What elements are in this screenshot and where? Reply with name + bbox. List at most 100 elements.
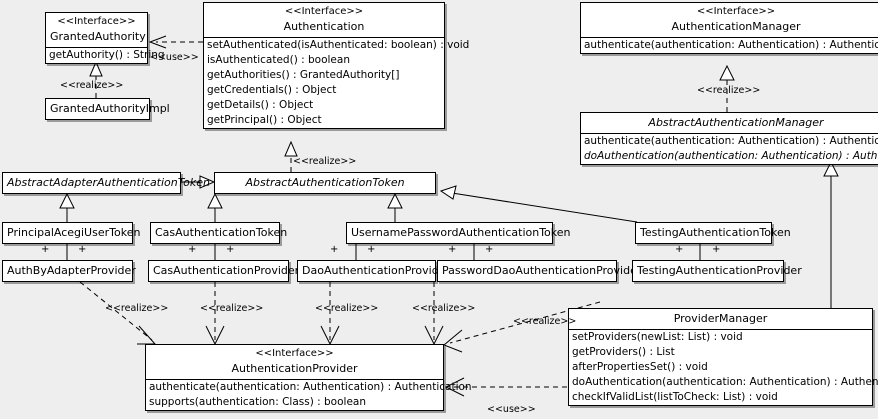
class-password-dao-authentication-provider-header: PasswordDaoAuthenticationProvider — [438, 261, 642, 281]
class-authentication-provider-header: <<Interface>> AuthenticationProvider — [146, 345, 443, 380]
class-principal-acegi-user-token-name: PrincipalAcegiUserToken — [7, 226, 141, 239]
method-is-authenticated: isAuthenticated() : boolean — [207, 54, 350, 66]
label-realize-providermanager: <<realize>> — [513, 316, 577, 327]
class-username-password-authentication-token[interactable]: UsernamePasswordAuthenticationToken — [346, 222, 571, 244]
method-get-authority: getAuthority() : String — [49, 49, 165, 61]
class-abstract-authentication-manager-name: AbstractAuthenticationManager — [648, 116, 824, 129]
class-granted-authority-header: <<Interface>> GrantedAuthority — [46, 13, 147, 48]
stereotype-interface: <<Interface>> — [57, 16, 136, 27]
class-granted-authority-impl[interactable]: GrantedAuthorityImpl — [45, 98, 170, 120]
class-authentication-name: Authentication — [283, 20, 365, 33]
class-authentication-provider-name: AuthenticationProvider — [231, 362, 358, 375]
stereotype-interface: <<Interface>> — [284, 6, 364, 17]
class-auth-by-adapter-provider-name: AuthByAdapterProvider — [7, 264, 136, 277]
class-authentication-methods: setAuthenticated(isAuthenticated: boolea… — [204, 38, 469, 128]
arrowhead-generalization-abstracttoken-testing — [439, 185, 457, 200]
class-abstract-authentication-token-header: AbstractAuthenticationToken — [215, 173, 435, 193]
assoc-plus-principal-right: + — [78, 244, 87, 255]
class-authentication-manager-methods: authenticate(authentication: Authenticat… — [581, 38, 878, 53]
assoc-plus-upt-a: + — [330, 244, 339, 255]
arrowhead-realize-authentication — [284, 140, 298, 157]
method-supports: supports(authentication: Class) : boolea… — [149, 396, 366, 408]
assoc-plus-testing-right: + — [712, 244, 721, 255]
class-username-password-authentication-token-header: UsernamePasswordAuthenticationToken — [347, 223, 571, 243]
label-use-providermanager: <<use>> — [487, 404, 536, 415]
label-use-authentication-grantedauthority: <<use>> — [150, 52, 199, 63]
arrowhead-realize-authprovider-d — [424, 325, 444, 346]
method-get-principal: getPrincipal() : Object — [207, 114, 322, 126]
assoc-plus-testing-left: + — [675, 244, 684, 255]
arrowhead-generalization-abstracttoken-upt — [387, 192, 403, 209]
assoc-plus-upt-c: + — [448, 244, 457, 255]
class-provider-manager-methods: setProviders(newList: List) : void getPr… — [569, 330, 878, 405]
class-authentication-manager-header: <<Interface>> AuthenticationManager — [581, 3, 878, 38]
arrowhead-realize-grantedauthority — [89, 60, 103, 77]
class-testing-authentication-token-name: TestingAuthenticationToken — [640, 226, 791, 239]
method-do-authentication: doAuthentication(authentication: Authent… — [572, 376, 878, 388]
class-abstract-adapter-authentication-token-name: AbstractAdapterAuthenticationToken — [7, 176, 210, 189]
assoc-plus-principal-left: + — [41, 244, 50, 255]
method-authenticate: authenticate(authentication: Authenticat… — [149, 381, 472, 393]
label-realize-casauthenticationprovider: <<realize>> — [200, 303, 264, 314]
arrowhead-realize-authprovider-c — [320, 325, 340, 346]
class-principal-acegi-user-token-header: PrincipalAcegiUserToken — [3, 223, 141, 243]
class-cas-authentication-provider[interactable]: CasAuthenticationProvider — [148, 260, 300, 282]
class-authentication-manager[interactable]: <<Interface>> AuthenticationManager auth… — [580, 2, 878, 54]
class-abstract-authentication-manager-methods: authenticate(authentication: Authenticat… — [581, 134, 878, 164]
class-dao-authentication-provider-name: DaoAuthenticationProvider — [302, 264, 450, 277]
method-authenticate: authenticate(authentication: Authenticat… — [584, 39, 878, 51]
class-principal-acegi-user-token[interactable]: PrincipalAcegiUserToken — [2, 222, 141, 244]
class-cas-authentication-provider-name: CasAuthenticationProvider — [153, 264, 300, 277]
class-authentication-manager-name: AuthenticationManager — [671, 20, 801, 33]
label-realize-abstractauthenticationmanager: <<realize>> — [697, 85, 761, 96]
class-provider-manager[interactable]: ProviderManager setProviders(newList: Li… — [568, 308, 878, 406]
class-password-dao-authentication-provider-name: PasswordDaoAuthenticationProvider — [442, 264, 642, 277]
class-granted-authority-impl-header: GrantedAuthorityImpl — [46, 99, 170, 119]
arrowhead-realize-authprovider-b — [205, 325, 225, 346]
edge-generalization-testingauthenticationtoken — [451, 192, 638, 223]
class-authentication[interactable]: <<Interface>> Authentication setAuthenti… — [203, 2, 469, 129]
class-testing-authentication-token[interactable]: TestingAuthenticationToken — [635, 222, 791, 244]
class-granted-authority[interactable]: <<Interface>> GrantedAuthority getAuthor… — [45, 12, 165, 64]
label-realize-authbyadapterprovider: <<realize>> — [105, 303, 169, 314]
class-abstract-authentication-manager-header: AbstractAuthenticationManager — [581, 113, 878, 134]
arrowhead-realize-authprovider-e — [443, 329, 463, 353]
label-realize-passworddaoprovider: <<realize>> — [412, 303, 476, 314]
class-abstract-authentication-manager[interactable]: AbstractAuthenticationManager authentica… — [580, 112, 878, 165]
class-testing-authentication-token-header: TestingAuthenticationToken — [636, 223, 791, 243]
class-abstract-adapter-authentication-token[interactable]: AbstractAdapterAuthenticationToken — [2, 172, 210, 194]
label-realize-daoauthenticationprovider: <<realize>> — [315, 303, 379, 314]
method-authenticate: authenticate(authentication: Authenticat… — [584, 135, 878, 147]
class-cas-authentication-token[interactable]: CasAuthenticationToken — [150, 222, 288, 244]
class-testing-authentication-provider-header: TestingAuthenticationProvider — [633, 261, 802, 281]
method-do-authentication: doAuthentication(authentication: Authent… — [584, 150, 878, 162]
class-granted-authority-impl-name: GrantedAuthorityImpl — [50, 102, 170, 115]
class-password-dao-authentication-provider[interactable]: PasswordDaoAuthenticationProvider — [437, 260, 642, 282]
class-dao-authentication-provider[interactable]: DaoAuthenticationProvider — [297, 260, 450, 282]
class-abstract-authentication-token[interactable]: AbstractAuthenticationToken — [214, 172, 436, 194]
stereotype-interface: <<Interface>> — [255, 348, 334, 359]
assoc-plus-upt-b: + — [367, 244, 376, 255]
label-realize-grantedauthorityimpl: <<realize>> — [60, 80, 124, 91]
method-get-providers: getProviders() : List — [572, 346, 675, 358]
class-authentication-header: <<Interface>> Authentication — [204, 3, 444, 38]
method-after-properties-set: afterPropertiesSet() : void — [572, 361, 708, 373]
arrowhead-realize-authprovider-a — [137, 325, 157, 345]
method-set-providers: setProviders(newList: List) : void — [572, 331, 743, 343]
class-provider-manager-name: ProviderManager — [673, 312, 768, 325]
class-authentication-provider-methods: authenticate(authentication: Authenticat… — [146, 380, 472, 410]
class-cas-authentication-token-header: CasAuthenticationToken — [151, 223, 288, 243]
arrowhead-realize-authenticationmanager — [719, 64, 735, 81]
class-cas-authentication-token-name: CasAuthenticationToken — [155, 226, 288, 239]
assoc-plus-cas-right: + — [226, 244, 235, 255]
class-auth-by-adapter-provider-header: AuthByAdapterProvider — [3, 261, 136, 281]
class-abstract-authentication-token-name: AbstractAuthenticationToken — [245, 176, 405, 189]
label-realize-abstractauthenticationtoken: <<realize>> — [293, 156, 357, 167]
class-cas-authentication-provider-header: CasAuthenticationProvider — [149, 261, 300, 281]
arrowhead-use-grantedauthority — [148, 35, 167, 49]
class-testing-authentication-provider[interactable]: TestingAuthenticationProvider — [632, 260, 802, 282]
class-auth-by-adapter-provider[interactable]: AuthByAdapterProvider — [2, 260, 136, 282]
class-authentication-provider[interactable]: <<Interface>> AuthenticationProvider aut… — [145, 344, 472, 411]
class-abstract-adapter-authentication-token-header: AbstractAdapterAuthenticationToken — [3, 173, 210, 193]
assoc-plus-upt-d: + — [485, 244, 494, 255]
